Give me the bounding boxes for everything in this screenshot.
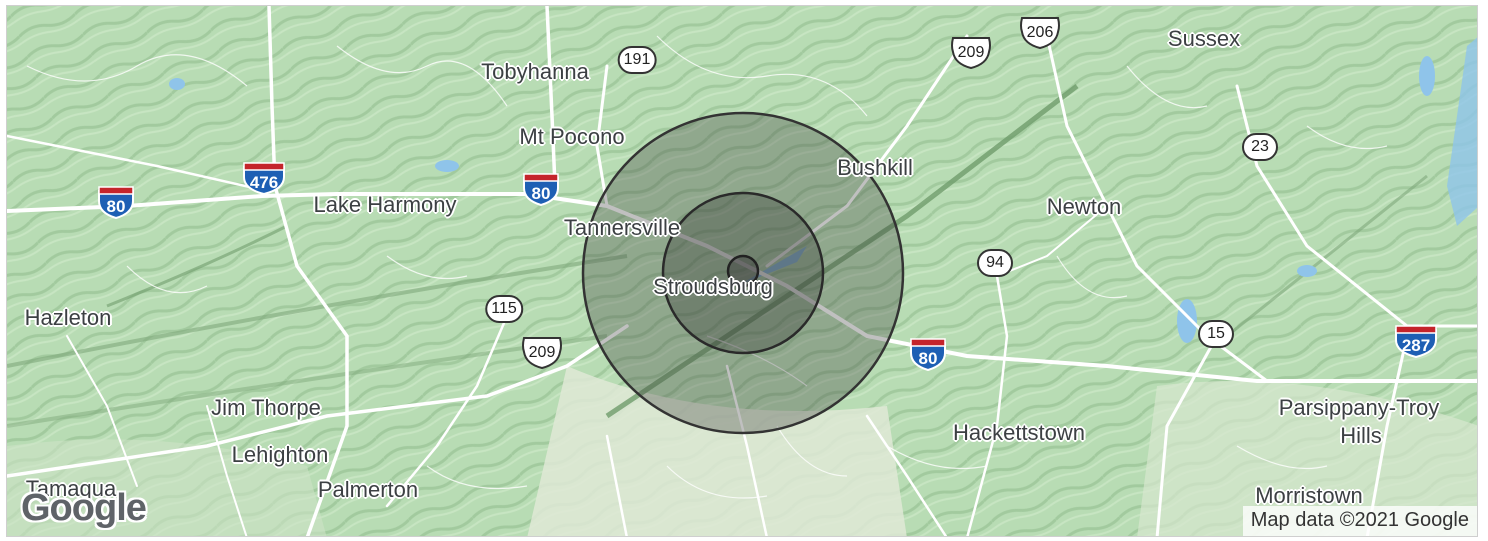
place-label-tobyhanna: Tobyhanna xyxy=(481,59,589,84)
interstate-shield-icon xyxy=(98,186,134,220)
us-route-shield-icon xyxy=(522,337,562,370)
interstate-shield-icon xyxy=(1395,325,1437,359)
place-label-hills: Hills xyxy=(1340,423,1382,448)
state-route-115-shield: 115 xyxy=(485,295,523,323)
place-label-mt-pocono: Mt Pocono xyxy=(519,124,625,149)
place-label-newton: Newton xyxy=(1046,194,1122,219)
place-label-morristown: Morristown xyxy=(1255,483,1363,508)
interstate-shield-icon xyxy=(910,338,946,372)
radius-ring-center[interactable] xyxy=(726,254,760,288)
interstate-287-shield: 287 xyxy=(1393,324,1439,359)
terrain-layer xyxy=(7,6,1477,536)
radius-overlay xyxy=(581,111,905,435)
place-label-sussex: Sussex xyxy=(1167,26,1241,51)
google-logo: Google xyxy=(21,487,147,529)
place-label-hackettstown: Hackettstown xyxy=(952,420,1086,445)
place-label-palmerton: Palmerton xyxy=(317,477,419,502)
state-route-15-shield: 15 xyxy=(1198,320,1234,348)
place-label-jim-thorpe: Jim Thorpe xyxy=(211,395,321,420)
map-viewport[interactable]: Tobyhanna Mt Pocono Lake Harmony Tanners… xyxy=(6,5,1478,537)
place-label-stroudsburg: Stroudsburg xyxy=(653,274,773,299)
radius-ring-outer[interactable] xyxy=(581,111,905,435)
map-attribution[interactable]: Map data ©2021 Google xyxy=(1242,506,1477,536)
place-label-tamaqua: Tamaqua xyxy=(25,476,117,501)
place-label-hazleton: Hazleton xyxy=(24,305,112,330)
state-route-23-shield: 23 xyxy=(1242,133,1278,161)
interstate-80-shield-center: 80 xyxy=(521,172,561,207)
us-route-206-shield: 206 xyxy=(1018,16,1062,50)
radius-ring-middle[interactable] xyxy=(661,191,825,355)
place-label-lake-harmony: Lake Harmony xyxy=(313,192,457,217)
interstate-shield-icon xyxy=(523,173,559,207)
us-route-209-shield-north: 209 xyxy=(949,36,993,70)
interstate-476-shield: 476 xyxy=(241,161,287,196)
place-label-lehighton: Lehighton xyxy=(231,442,329,467)
place-label-tannersville: Tannersville xyxy=(563,215,681,240)
interstate-80-shield-west: 80 xyxy=(96,185,136,220)
place-label-parsippany-troy: Parsippany-Troy xyxy=(1278,395,1440,420)
interstate-80-shield-east: 80 xyxy=(908,337,948,372)
place-label-bushkill: Bushkill xyxy=(837,155,913,180)
state-route-94-shield: 94 xyxy=(977,249,1013,277)
us-route-shield-icon xyxy=(951,37,991,70)
us-route-shield-icon xyxy=(1020,17,1060,50)
state-route-191-shield: 191 xyxy=(617,46,657,74)
interstate-shield-icon xyxy=(243,162,285,196)
us-route-209-shield-south: 209 xyxy=(520,336,564,370)
